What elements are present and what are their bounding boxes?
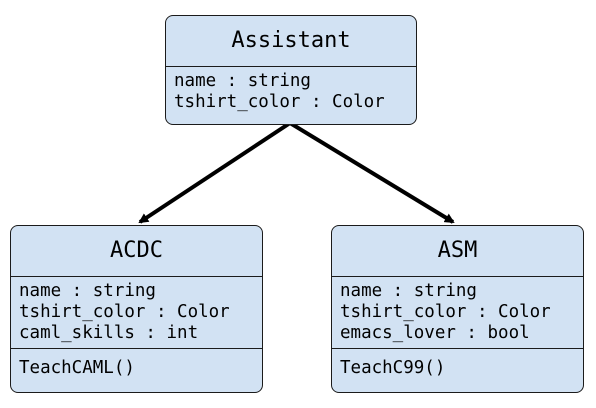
attribute: name : string <box>174 71 311 91</box>
class-name: Assistant <box>166 16 416 67</box>
class-acdc: ACDC name : string tshirt_color : Color … <box>10 225 263 393</box>
class-name: ACDC <box>11 226 262 277</box>
attribute: tshirt_color : Color <box>340 302 551 322</box>
class-asm: ASM name : string tshirt_color : Color e… <box>331 225 584 393</box>
attribute: caml_skills : int <box>19 323 199 343</box>
attribute: tshirt_color : Color <box>174 92 385 112</box>
arrow-assistant-to-acdc <box>138 121 292 224</box>
attributes-section: name : string tshirt_color : Color <box>166 67 416 117</box>
method: TeachC99() <box>340 358 446 378</box>
arrow-assistant-to-asm <box>288 121 455 224</box>
attributes-section: name : string tshirt_color : Color emacs… <box>332 277 583 348</box>
class-assistant: Assistant name : string tshirt_color : C… <box>165 15 417 125</box>
attribute: name : string <box>19 281 156 301</box>
methods-section: TeachC99() <box>332 348 583 383</box>
attribute: name : string <box>340 281 477 301</box>
class-name: ASM <box>332 226 583 277</box>
attribute: tshirt_color : Color <box>19 302 230 322</box>
method: TeachCAML() <box>19 358 135 378</box>
attribute: emacs_lover : bool <box>340 323 530 343</box>
methods-section: TeachCAML() <box>11 348 262 383</box>
attributes-section: name : string tshirt_color : Color caml_… <box>11 277 262 348</box>
